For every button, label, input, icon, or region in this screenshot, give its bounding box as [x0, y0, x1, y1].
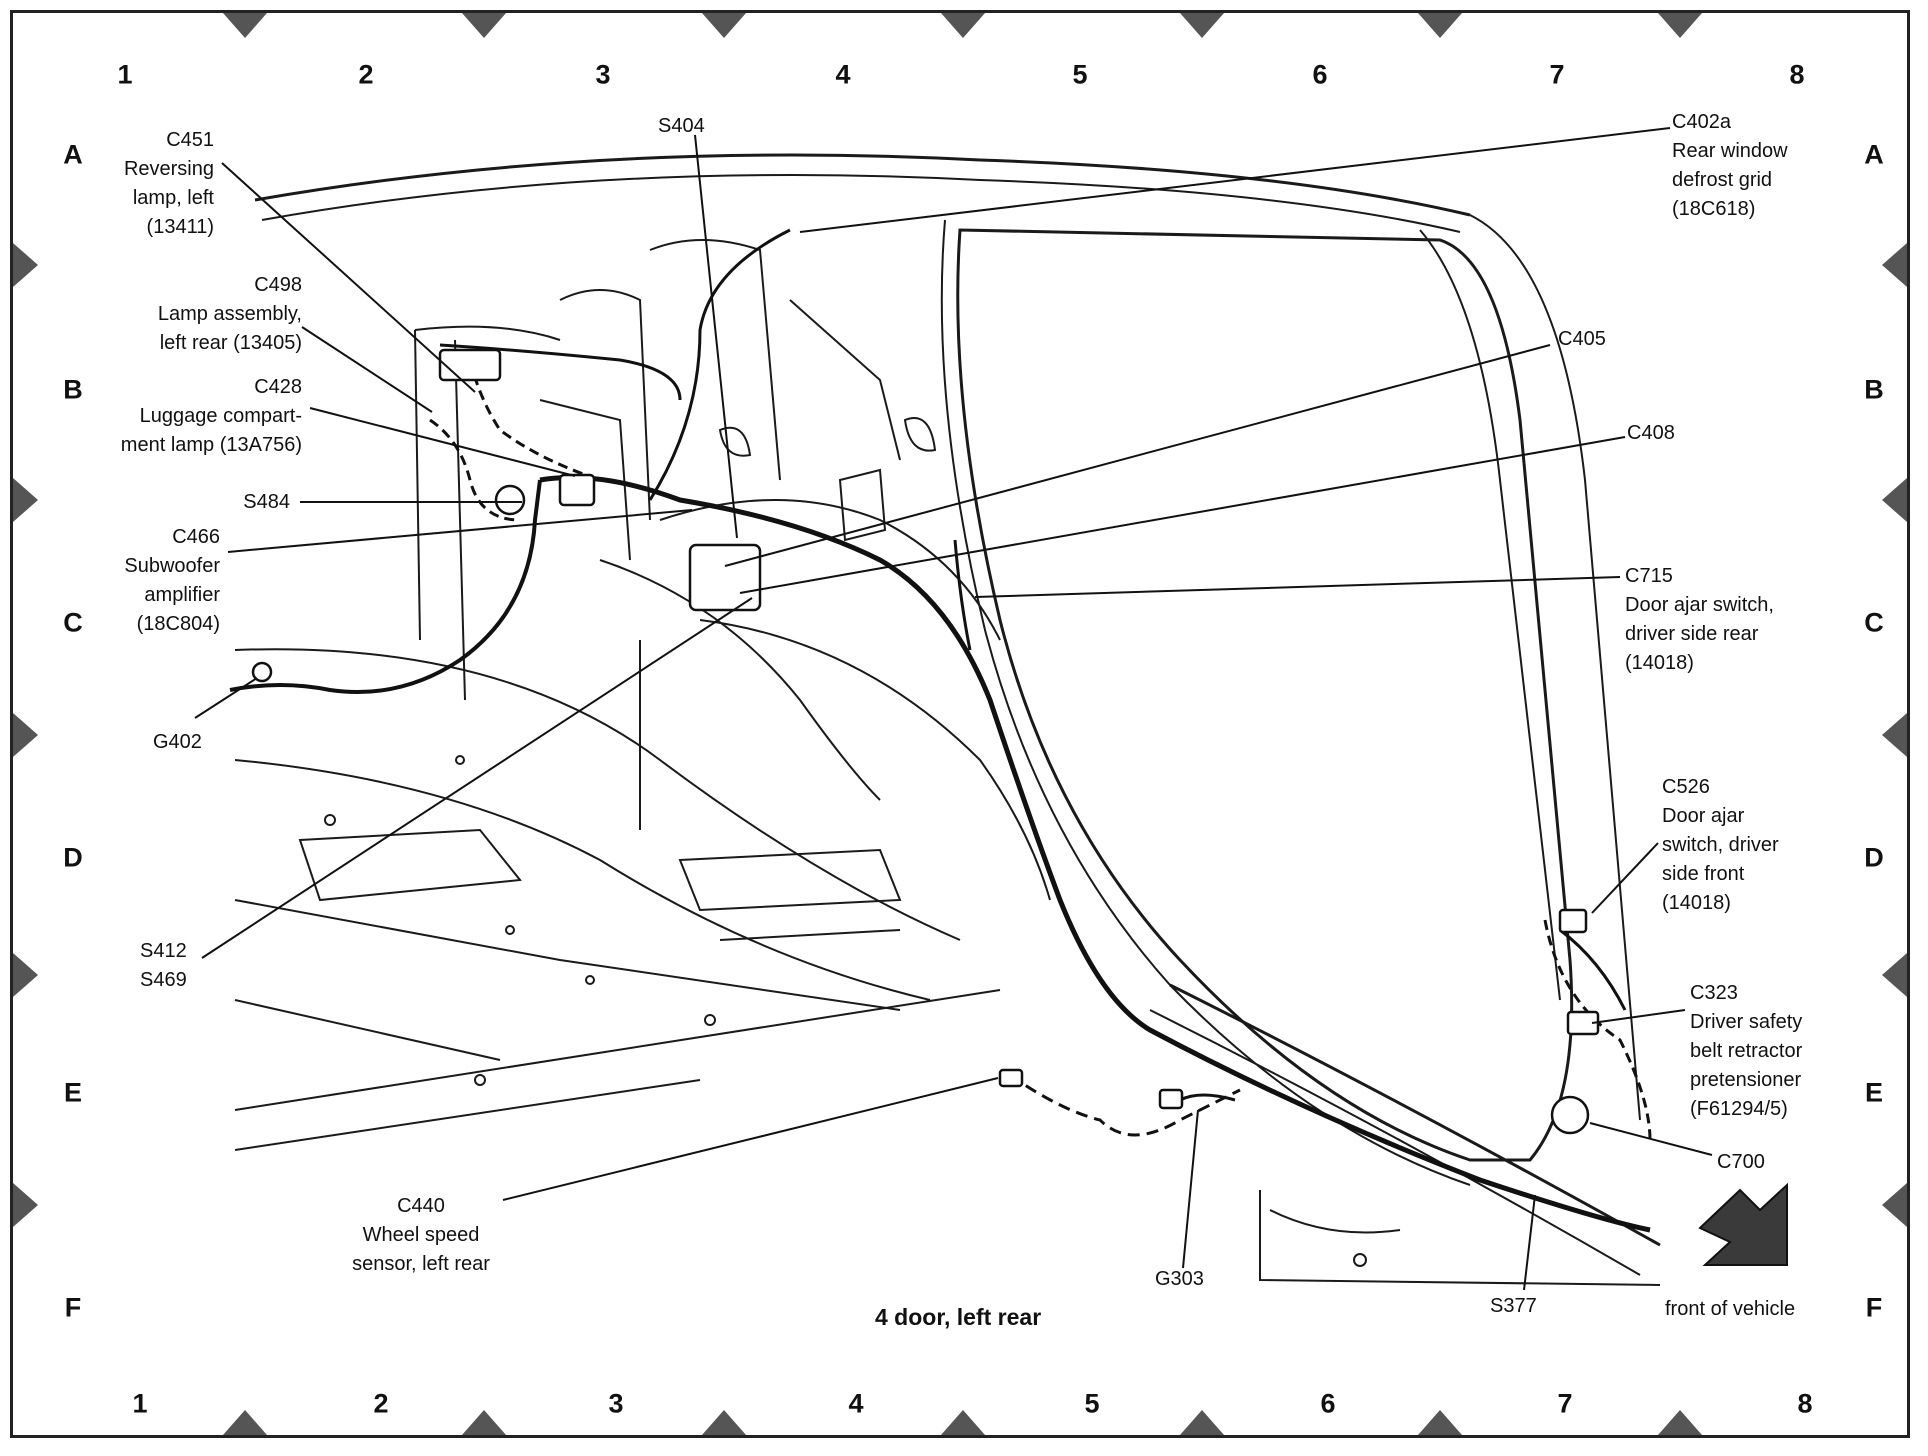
leader-lines — [194, 127, 1713, 1291]
grid-row-left-B: B — [63, 374, 83, 405]
grid-marker-left-3 — [13, 713, 38, 757]
grid-column-top-6: 6 — [1312, 59, 1328, 90]
grid-column-bottom-6: 6 — [1320, 1388, 1336, 1419]
grid-row-left-E: E — [63, 1077, 83, 1108]
grid-marker-left-4 — [13, 953, 38, 997]
grid-column-top-4: 4 — [835, 59, 851, 90]
grid-marker-bottom-1 — [223, 1410, 267, 1435]
callout-c408: C408 — [1627, 422, 1675, 444]
grid-row-right-B: B — [1864, 374, 1884, 405]
grid-marker-bottom-4 — [941, 1410, 985, 1435]
grid-marker-left-5 — [13, 1183, 38, 1227]
grid-column-bottom-4: 4 — [848, 1388, 864, 1419]
grid-row-right-C: C — [1864, 607, 1884, 638]
grid-column-bottom-1: 1 — [132, 1388, 148, 1419]
grid-column-bottom-8: 8 — [1797, 1388, 1813, 1419]
callout-c700: C700 — [1717, 1151, 1765, 1173]
grid-marker-top-6 — [1418, 13, 1462, 38]
callout-c498: C498 Lamp assembly, left rear (13405) — [100, 271, 302, 358]
callout-g303: G303 — [1155, 1268, 1204, 1290]
c715-id: C715 — [1625, 565, 1673, 587]
grid-marker-top-5 — [1180, 13, 1224, 38]
grid-marker-bottom-2 — [462, 1410, 506, 1435]
grid-marker-bottom-5 — [1180, 1410, 1224, 1435]
grid-row-left-C: C — [63, 607, 83, 638]
grid-column-bottom-3: 3 — [608, 1388, 624, 1419]
grid-marker-bottom-7 — [1658, 1410, 1702, 1435]
grid-marker-right-4 — [1882, 953, 1907, 997]
c402a-id: C402a — [1672, 111, 1731, 133]
grid-column-bottom-7: 7 — [1557, 1388, 1573, 1419]
grid-column-top-1: 1 — [117, 59, 133, 90]
callout-s484: S484 — [243, 491, 290, 513]
c440-id: C440 — [397, 1195, 445, 1217]
grid-marker-right-1 — [1882, 243, 1907, 287]
grid-marker-right-2 — [1882, 478, 1907, 522]
grid-marker-bottom-3 — [702, 1410, 746, 1435]
grid-column-top-3: 3 — [595, 59, 611, 90]
callout-c440: C440 Wheel speed sensor, left rear — [338, 1192, 504, 1279]
grid-marker-top-3 — [702, 13, 746, 38]
callout-c466: C466 Subwoofer amplifier (18C804) — [110, 523, 220, 639]
grid-column-bottom-2: 2 — [373, 1388, 389, 1419]
grid-row-right-F: F — [1865, 1292, 1883, 1323]
c526-id: C526 — [1662, 776, 1710, 798]
grid-column-top-2: 2 — [358, 59, 374, 90]
callout-c526: C526 Door ajar switch, driver side front… — [1662, 773, 1779, 918]
diagram-caption: 4 door, left rear — [875, 1304, 1042, 1330]
callout-c715: C715 Door ajar switch, driver side rear … — [1625, 562, 1774, 678]
grid-row-left-A: A — [63, 139, 83, 170]
callout-g402: G402 — [153, 731, 202, 753]
grid-row-left-F: F — [64, 1292, 82, 1323]
grid-marker-left-1 — [13, 243, 38, 287]
grid-row-right-E: E — [1864, 1077, 1884, 1108]
front-arrow-icon — [1698, 1182, 1788, 1266]
grid-column-bottom-5: 5 — [1084, 1388, 1100, 1419]
border-markers — [13, 13, 1907, 1435]
grid-column-top-8: 8 — [1789, 59, 1805, 90]
c451-id: C451 — [166, 129, 214, 151]
c466-id: C466 — [172, 526, 220, 548]
wiring-harness — [229, 228, 1652, 1233]
grid-marker-right-5 — [1882, 1183, 1907, 1227]
grid-row-right-D: D — [1864, 842, 1884, 873]
callout-c405: C405 — [1558, 328, 1606, 350]
grid-marker-top-4 — [941, 13, 985, 38]
grid-marker-left-2 — [13, 478, 38, 522]
grid-row-left-D: D — [63, 842, 83, 873]
components — [251, 348, 1600, 1135]
callout-s404: S404 — [658, 115, 705, 137]
grid-marker-bottom-6 — [1418, 1410, 1462, 1435]
grid-marker-right-3 — [1882, 713, 1907, 757]
c498-id: C498 — [254, 274, 302, 296]
grid-column-top-5: 5 — [1072, 59, 1088, 90]
front-of-vehicle-note: front of vehicle — [1665, 1298, 1796, 1320]
grid-row-right-A: A — [1864, 139, 1884, 170]
callout-c323: C323 Driver safety belt retractor preten… — [1690, 979, 1802, 1124]
grid-marker-top-7 — [1658, 13, 1702, 38]
callout-c428: C428 Luggage compart- ment lamp (13A756) — [85, 373, 302, 460]
c428-id: C428 — [254, 376, 302, 398]
grid-marker-top-2 — [462, 13, 506, 38]
grid-column-top-7: 7 — [1549, 59, 1565, 90]
diagram-frame — [10, 10, 1910, 1438]
callout-c402a: C402a Rear window defrost grid (18C618) — [1672, 108, 1788, 224]
c323-id: C323 — [1690, 982, 1738, 1004]
body-outline — [234, 153, 1661, 1286]
callout-c451: C451 Reversing lamp, left (13411) — [98, 126, 214, 242]
callout-s412-s469: S412 S469 — [140, 940, 187, 991]
grid-marker-top-1 — [223, 13, 267, 38]
callout-s377: S377 — [1490, 1295, 1537, 1317]
